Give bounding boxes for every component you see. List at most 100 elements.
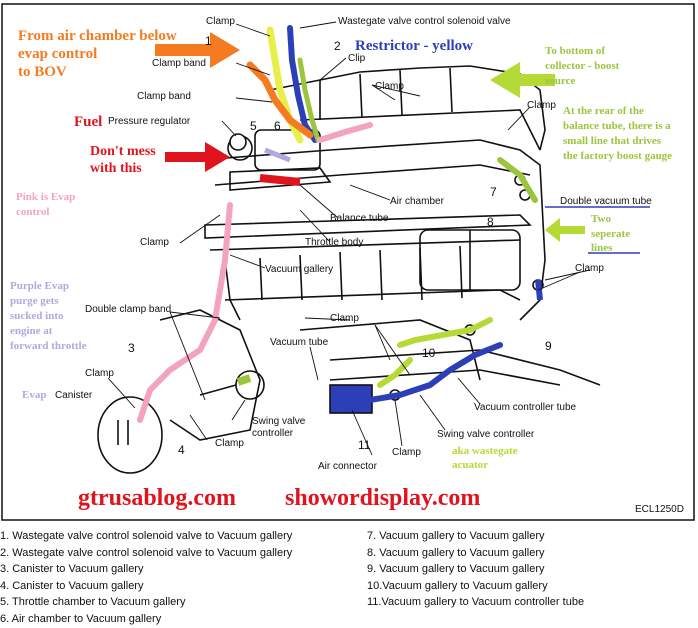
website-text-1: gtrusablog.com xyxy=(78,485,236,511)
red-arrow xyxy=(165,142,230,172)
label-controller: controller xyxy=(252,428,294,439)
label-clamp-6: Clamp xyxy=(330,313,359,324)
annotation-collector-1: To bottom of xyxy=(545,45,605,57)
label-swing-valve: Swing valve xyxy=(252,416,306,427)
legend-item: 10.Vacuum gallery to Vacuum gallery xyxy=(367,579,548,592)
annotation-aka-2: acuator xyxy=(452,459,488,471)
annotation-rear-4: the factory boost gauge xyxy=(563,150,672,162)
annotation-collector-3: source xyxy=(545,75,575,87)
number-8: 8 xyxy=(487,215,494,229)
annotation-bov-3: to BOV xyxy=(18,64,67,80)
blue-hose-lower xyxy=(367,342,503,403)
annotation-purple-2: purge gets xyxy=(10,295,59,307)
label-air-chamber: Air chamber xyxy=(390,196,445,207)
green-arrow xyxy=(490,62,555,98)
label-clamp-5: Clamp xyxy=(575,263,604,274)
number-6: 6 xyxy=(274,119,281,133)
label-clamp-2: Clamp xyxy=(375,81,404,92)
label-swing-valve-controller: Swing valve controller xyxy=(437,429,535,440)
number-10: 10 xyxy=(422,346,436,360)
orange-hose-bov xyxy=(246,61,314,139)
annotation-purple-1: Purple Evap xyxy=(10,280,69,292)
legend-item: 6. Air chamber to Vacuum gallery xyxy=(0,612,162,625)
label-double-clamp-band: Double clamp band xyxy=(85,304,171,315)
legend-item: 11.Vacuum gallery to Vacuum controller t… xyxy=(367,596,585,609)
annotation-purple-4: engine at xyxy=(10,325,53,337)
annotation-bov-1: From air chamber below xyxy=(18,28,177,44)
legend-item: 4. Canister to Vacuum gallery xyxy=(0,579,144,592)
component-labels: Clamp Wastegate valve control solenoid v… xyxy=(55,16,684,515)
red-hose-fuel xyxy=(259,174,301,186)
annotation-purple-3: sucked into xyxy=(10,310,64,322)
number-11: 11 xyxy=(358,438,371,452)
annotation-rear-2: balance tube, there is a xyxy=(563,120,671,132)
legend-item: 3. Canister to Vacuum gallery xyxy=(0,563,144,576)
green-hose-rear xyxy=(497,157,538,203)
label-double-vacuum-tube: Double vacuum tube xyxy=(560,196,652,207)
number-9: 9 xyxy=(545,339,552,353)
legend-item: 8. Vacuum gallery to Vacuum gallery xyxy=(367,546,545,559)
annotation-restrictor: Restrictor - yellow xyxy=(355,38,473,54)
legend-item: 2. Wastegate valve control solenoid valv… xyxy=(0,546,293,559)
annotation-dont-mess-2: with this xyxy=(90,161,142,176)
annotation-collector-2: collector - boost xyxy=(545,60,620,72)
legend-item: 5. Throttle chamber to Vacuum gallery xyxy=(0,596,186,609)
orange-arrow xyxy=(155,32,240,68)
legend-left: 1. Wastegate valve control solenoid valv… xyxy=(0,528,292,628)
number-7: 7 xyxy=(490,185,497,199)
green-hose-lower xyxy=(377,317,493,388)
annotation-two-2: seperate xyxy=(591,228,630,240)
website-text-2: showordisplay.com xyxy=(285,485,480,511)
number-4: 4 xyxy=(178,443,185,457)
annotation-bov-2: evap control xyxy=(18,46,97,62)
label-canister: Canister xyxy=(55,390,93,401)
label-clamp-band-2: Clamp band xyxy=(137,91,191,102)
label-clamp-band-1: Clamp band xyxy=(152,58,206,69)
engine-outline xyxy=(97,65,601,474)
annotation-aka-1: aka wastegate xyxy=(452,445,518,457)
label-throttle-body: Throttle body xyxy=(305,237,363,248)
green-hose-swing xyxy=(236,374,252,386)
label-clamp-7: Clamp xyxy=(85,368,114,379)
legend-right: 7. Vacuum gallery to Vacuum gallery 8. V… xyxy=(367,528,584,611)
label-clamp-3: Clamp xyxy=(527,100,556,111)
label-clamp-9: Clamp xyxy=(392,447,421,458)
label-code: ECL1250D xyxy=(635,504,684,515)
label-wastegate-solenoid: Wastegate valve control solenoid valve xyxy=(338,16,511,27)
pink-hose-evap xyxy=(137,122,373,423)
annotation-rear-3: small line that drives xyxy=(563,135,662,147)
hose-numbers: 1 2 3 4 5 6 7 8 9 10 11 xyxy=(128,34,552,457)
lime-arrow xyxy=(545,218,585,242)
annotation-two-1: Two xyxy=(591,213,611,225)
annotation-purple-5: forward throttle xyxy=(10,340,87,352)
number-3: 3 xyxy=(128,341,135,355)
label-vacuum-controller-tube: Vacuum controller tube xyxy=(474,402,577,413)
leader-lines xyxy=(107,21,591,456)
annotations: From air chamber below evap control to B… xyxy=(10,28,672,471)
label-clamp-8: Clamp xyxy=(215,438,244,449)
label-clamp-1: Clamp xyxy=(206,16,235,27)
legend-item: 7. Vacuum gallery to Vacuum gallery xyxy=(367,530,545,542)
label-clamp-4: Clamp xyxy=(140,237,169,248)
label-pressure-regulator: Pressure regulator xyxy=(108,116,191,127)
number-1: 1 xyxy=(205,34,212,48)
legend-item: 9. Vacuum gallery to Vacuum gallery xyxy=(367,563,545,576)
label-vacuum-tube: Vacuum tube xyxy=(270,337,329,348)
number-2: 2 xyxy=(334,39,341,53)
blue-underlines xyxy=(545,206,650,254)
number-5: 5 xyxy=(250,119,257,133)
annotation-pink-1: Pink is Evap xyxy=(16,191,75,203)
annotation-rear-1: At the rear of the xyxy=(563,105,644,117)
annotation-fuel: Fuel xyxy=(74,114,102,130)
annotation-pink-2: control xyxy=(16,206,49,218)
purple-hose xyxy=(264,147,291,163)
annotation-dont-mess-1: Don't mess xyxy=(90,144,156,159)
green-hose-collector xyxy=(297,57,321,143)
label-clip: Clip xyxy=(348,53,366,64)
legend-item: 1. Wastegate valve control solenoid valv… xyxy=(0,530,293,542)
annotation-two-3: lines xyxy=(591,242,613,254)
annotation-evap: Evap xyxy=(22,389,46,401)
label-vacuum-gallery: Vacuum gallery xyxy=(265,264,333,275)
label-air-connector: Air connector xyxy=(318,461,378,472)
